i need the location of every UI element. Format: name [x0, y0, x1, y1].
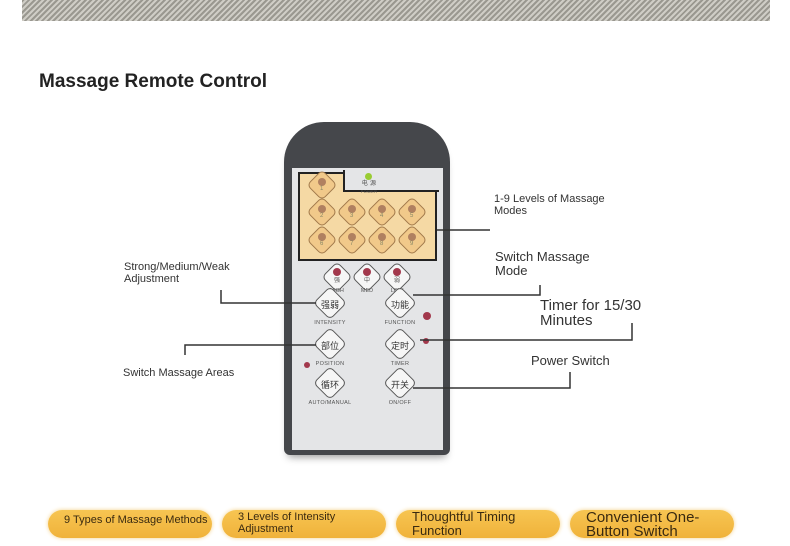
- button-label-en: ON/OFF: [388, 400, 412, 406]
- button-label-en: FUNCTION: [384, 320, 416, 326]
- mode-number: 1: [320, 186, 324, 192]
- mode-number: 6: [320, 241, 324, 247]
- auto-led: [304, 362, 310, 368]
- mode-number: 9: [410, 241, 414, 247]
- mode-led: [408, 233, 416, 241]
- level-label: 弱: [393, 278, 400, 284]
- feature-badge-4: Convenient One-Button Switch: [570, 510, 734, 539]
- mode-led: [318, 233, 326, 241]
- mode-number: 5: [410, 213, 414, 219]
- feature-badge-3: Thoughtful Timing Function: [396, 510, 560, 538]
- power-led: [365, 173, 372, 180]
- banner-image: [22, 0, 770, 21]
- level-label: 中: [363, 278, 370, 284]
- feature-badge-1: 9 Types of Massage Methods: [48, 510, 212, 538]
- power-label: 电 源: [361, 181, 377, 187]
- mode-led: [378, 233, 386, 241]
- callout-intensity: Strong/Medium/Weak Adjustment: [124, 261, 230, 285]
- callout-power: Power Switch: [531, 353, 610, 368]
- button-label-cn: 强弱: [320, 300, 339, 310]
- level-led: [393, 268, 401, 276]
- mode-number: 7: [350, 241, 354, 247]
- mode-number: 2: [320, 213, 324, 219]
- callout-timer: Timer for 15/30 Minutes: [540, 297, 642, 329]
- button-label-cn: 定时: [390, 341, 409, 351]
- level-label-en: HIGH: [330, 288, 344, 294]
- mode-led: [408, 205, 416, 213]
- mode-led: [318, 178, 326, 186]
- level-led: [333, 268, 341, 276]
- button-label-en: AUTO/MANUAL: [308, 400, 352, 406]
- button-label-cn: 开关: [390, 380, 409, 390]
- mode-led: [348, 233, 356, 241]
- function-led: [423, 312, 431, 320]
- mode-number: 3: [350, 213, 354, 219]
- page-title: Massage Remote Control: [39, 71, 268, 92]
- button-label-en: INTENSITY: [314, 320, 346, 326]
- mode-number: 4: [380, 213, 384, 219]
- button-label-en: POSITION: [315, 361, 345, 367]
- button-label-cn: 功能: [390, 300, 409, 310]
- mode-number: 8: [380, 241, 384, 247]
- power-label-en: POWER: [360, 189, 378, 194]
- callout-areas: Switch Massage Areas: [123, 367, 235, 379]
- level-led: [363, 268, 371, 276]
- mode-led: [348, 205, 356, 213]
- level-label-en: MED: [360, 288, 374, 294]
- button-label-en: TIMER: [390, 361, 410, 367]
- mode-led: [318, 205, 326, 213]
- callout-switch-mode: Switch Massage Mode: [495, 249, 590, 278]
- feature-badge-2: 3 Levels of Intensity Adjustment: [222, 510, 386, 538]
- button-label-cn: 部位: [320, 341, 339, 351]
- level-label: 强: [333, 278, 340, 284]
- mode-led: [378, 205, 386, 213]
- timer-led: [423, 338, 429, 344]
- button-label-cn: 循环: [320, 380, 339, 390]
- callout-modes: 1-9 Levels of Massage Modes: [494, 193, 605, 217]
